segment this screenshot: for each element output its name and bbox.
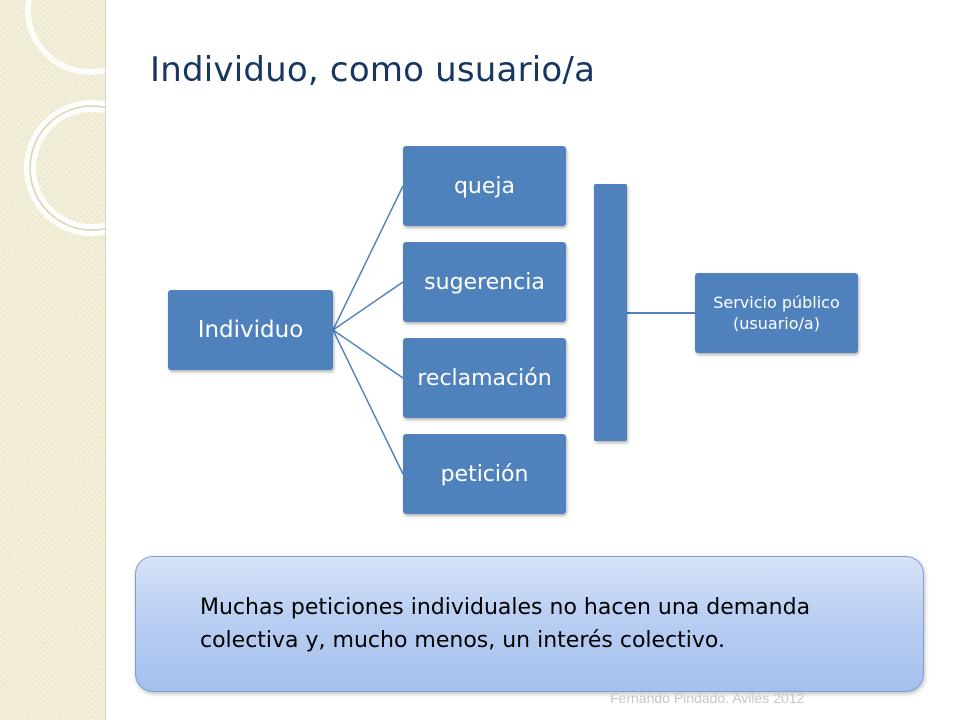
note-text: Muchas peticiones individuales no hacen … <box>200 591 912 657</box>
decorative-side-panel <box>0 0 106 720</box>
connector-peticion <box>332 329 404 475</box>
footer-credit: Fernando Pindado. Avilés 2012 <box>610 690 805 706</box>
node-servicio-publico: Servicio público (usuario/a) <box>695 273 858 353</box>
note-line-1: Muchas peticiones individuales no hacen … <box>200 595 811 620</box>
connector-queja <box>332 185 404 331</box>
connector-reclamacion <box>332 329 404 379</box>
node-reclamacion: reclamación <box>403 338 566 418</box>
connector-sugerencia <box>332 281 404 331</box>
grouping-bar <box>594 184 627 441</box>
decorative-rings-icon <box>24 0 105 236</box>
node-individuo: Individuo <box>168 290 333 370</box>
node-peticion: petición <box>403 434 566 514</box>
node-servicio-publico-line2: (usuario/a) <box>733 314 820 333</box>
node-sugerencia: sugerencia <box>403 242 566 322</box>
node-queja: queja <box>403 146 566 226</box>
note-callout: Muchas peticiones individuales no hacen … <box>135 556 924 692</box>
note-line-2: colectiva y, mucho menos, un interés col… <box>200 628 725 653</box>
slide-title: Individuo, como usuario/a <box>150 50 596 90</box>
node-servicio-publico-line1: Servicio público <box>713 293 840 312</box>
